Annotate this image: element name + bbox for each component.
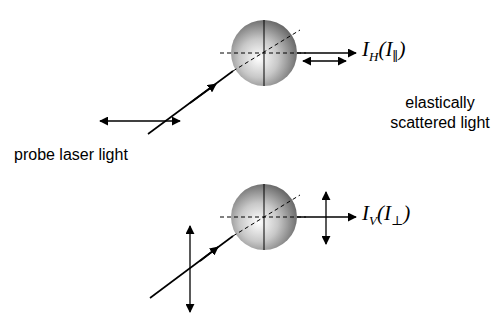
label-text: ) [398, 37, 405, 61]
polarization-arrow [100, 120, 180, 121]
vertical-setup [150, 184, 356, 312]
label-text: ) [403, 201, 410, 225]
note-label: elastically scattered light [381, 93, 499, 133]
probe-beam [150, 236, 233, 298]
beam-path [233, 195, 300, 236]
subscript-text: ∥ [392, 49, 398, 64]
label-text: elastically scattered light [390, 94, 490, 131]
label-text: (I [378, 37, 392, 61]
label-text: I [362, 201, 369, 225]
label-text: (I [377, 201, 391, 225]
beam-label: probe laser light [14, 145, 128, 165]
beam-arrow [190, 84, 216, 103]
subscript-text: H [369, 49, 378, 64]
subscript-text: ⊥ [391, 213, 403, 228]
intensity-symbol: IH(I∥) [362, 39, 405, 63]
beam-path [233, 30, 300, 71]
polarization-arrow [325, 192, 326, 244]
label-text: probe laser light [14, 146, 128, 163]
scattered-beam [297, 52, 356, 54]
polarization-arrow [303, 60, 346, 61]
probe-beam [148, 71, 233, 134]
horizontal-setup [100, 20, 356, 134]
beam-arrow [200, 247, 218, 261]
subscript-text: V [369, 213, 377, 228]
label-text: I [362, 37, 369, 61]
polarization-arrow [189, 226, 190, 312]
intensity-symbol: IV(I⊥) [362, 203, 410, 227]
